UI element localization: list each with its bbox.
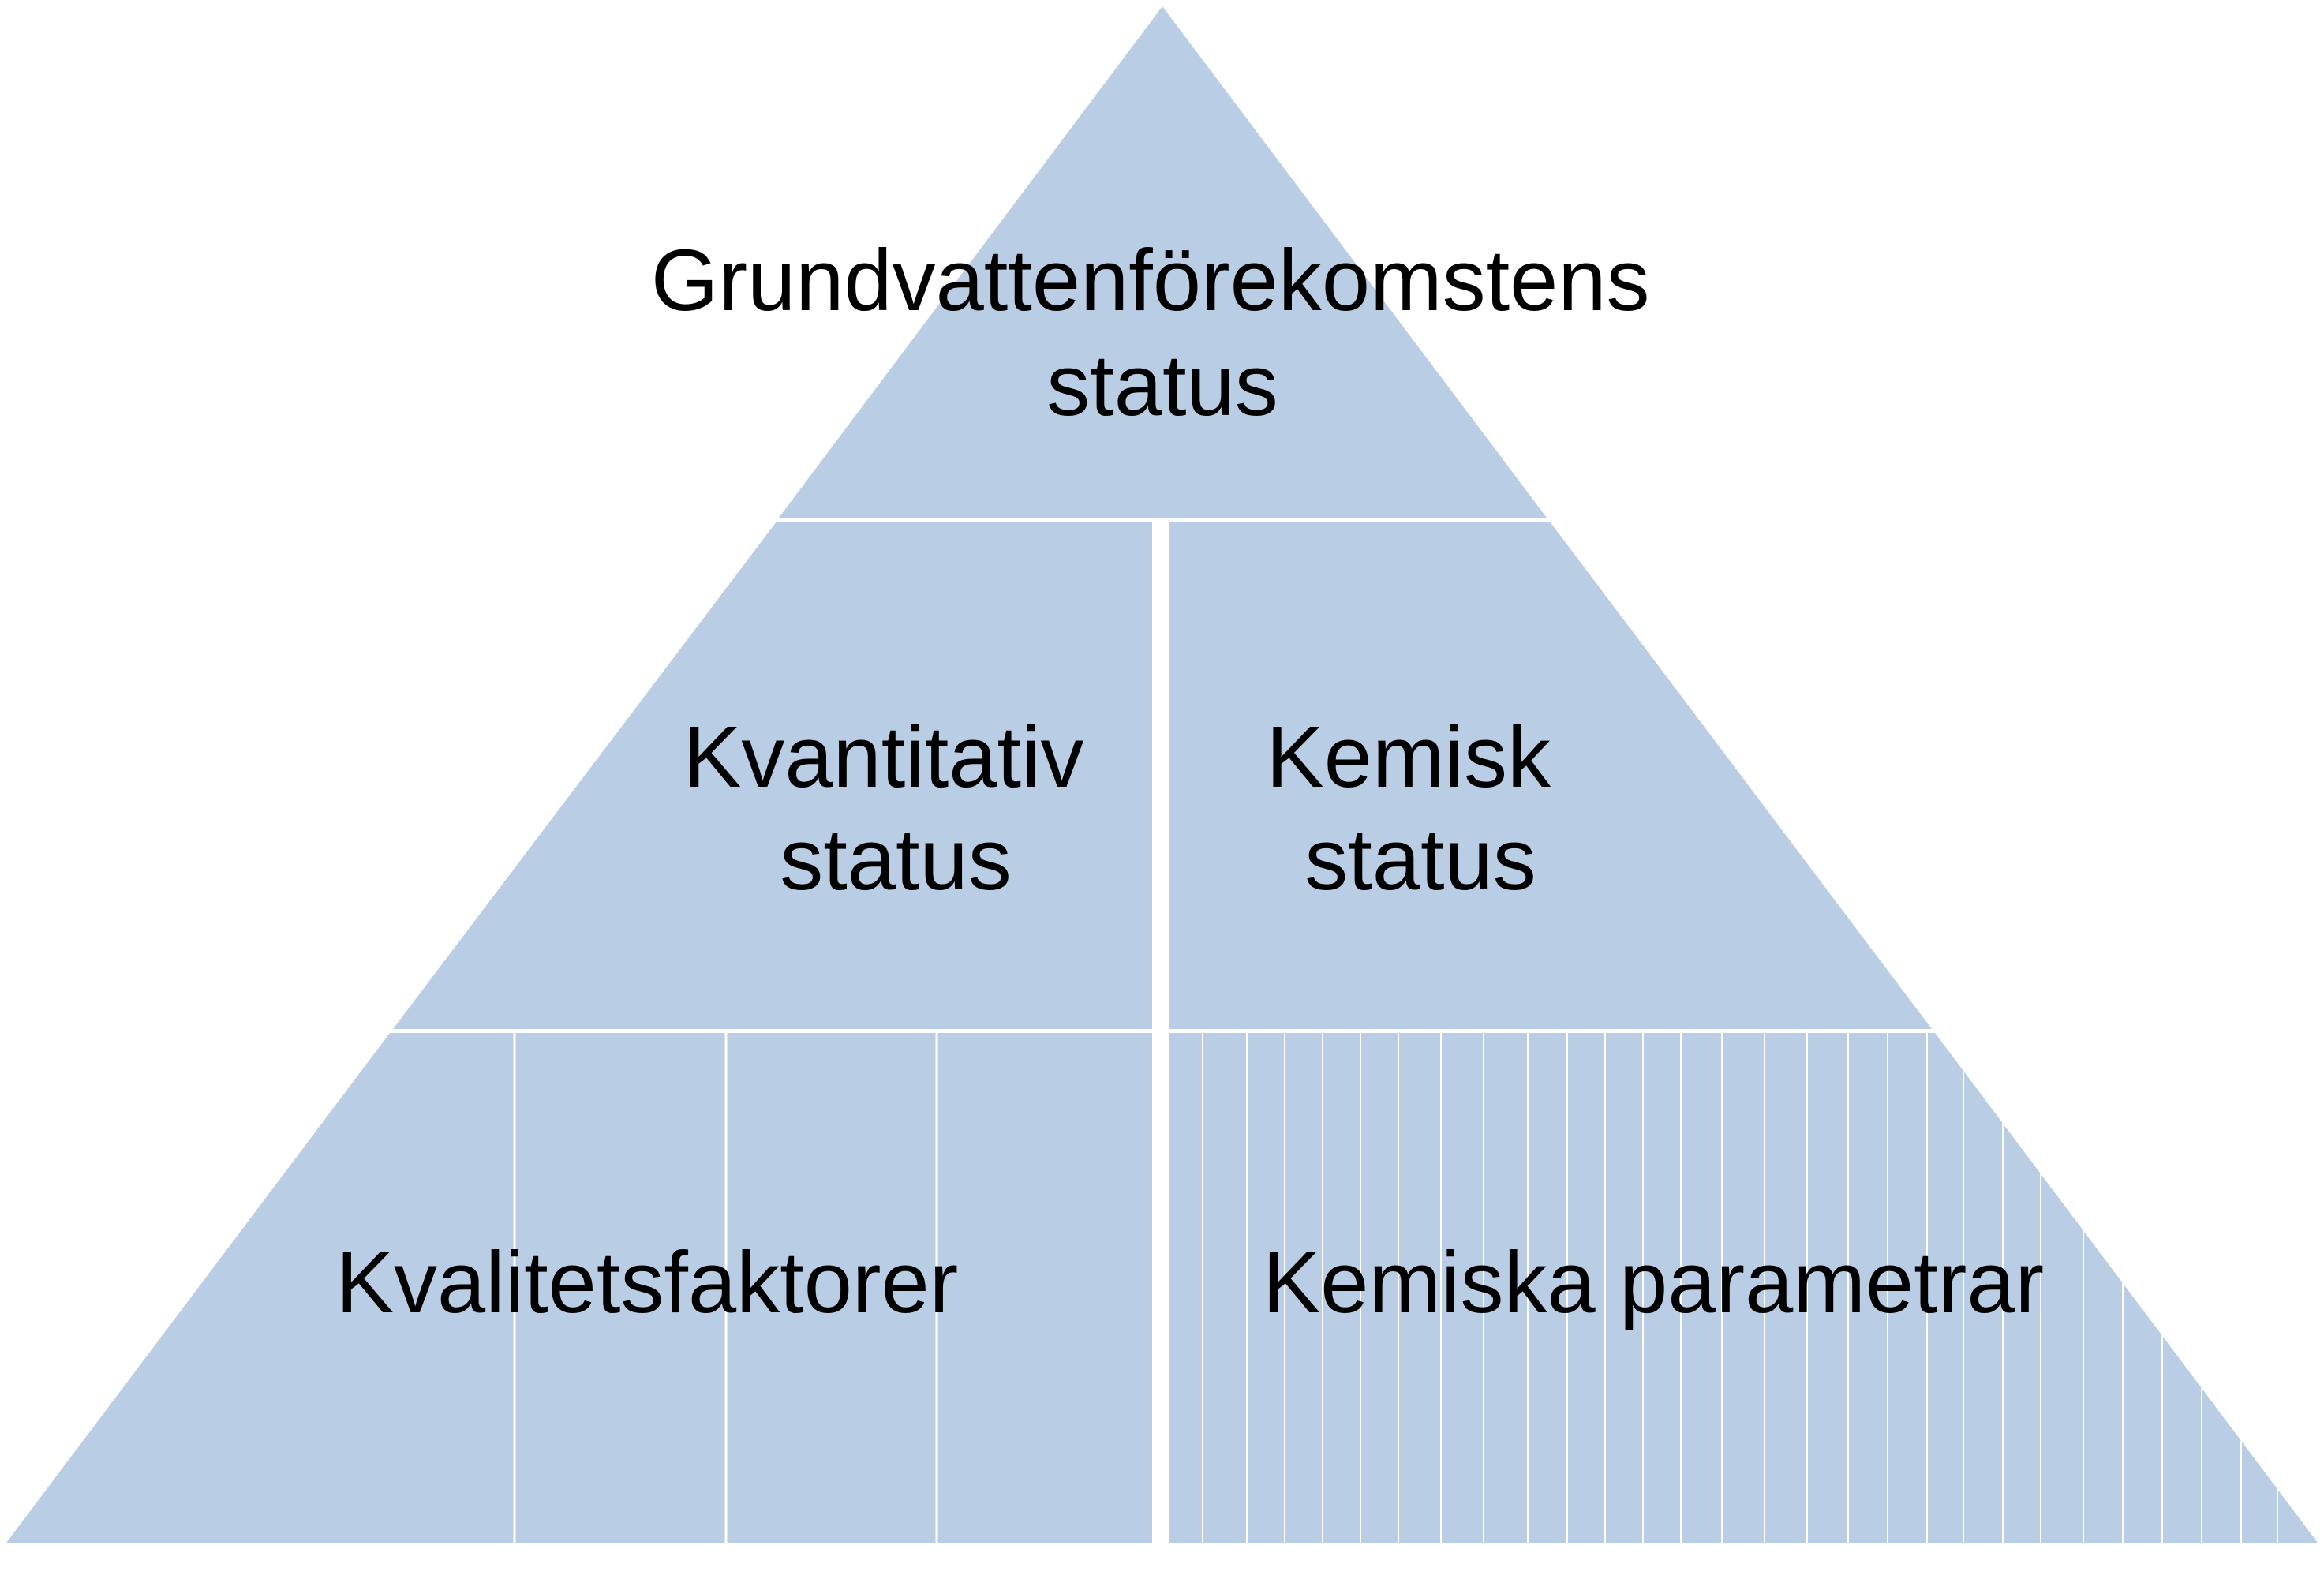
middle-left-label: Kvantitativ status bbox=[683, 709, 1108, 908]
base-tier-right bbox=[1169, 1033, 2318, 1543]
middle-left-label-line1: Kvantitativ bbox=[683, 709, 1083, 806]
base-left-cell-dividers bbox=[513, 1033, 938, 1543]
base-left-label: Kvalitetsfaktorer bbox=[336, 1234, 959, 1331]
base-right-cell-dividers bbox=[1202, 1033, 2278, 1543]
middle-tier-left bbox=[393, 522, 1152, 1029]
middle-tier-right bbox=[1169, 522, 1932, 1029]
middle-right-label: Kemisk status bbox=[1266, 709, 1574, 908]
apex-label-line2: status bbox=[1046, 337, 1278, 434]
base-right-label: Kemiska parametrar bbox=[1263, 1234, 2044, 1331]
base-tier-left bbox=[6, 1033, 1152, 1543]
middle-right-label-line2: status bbox=[1304, 811, 1536, 908]
apex-label: Grundvattenförekomstens status bbox=[651, 232, 1674, 434]
apex-label-line1: Grundvattenförekomstens bbox=[651, 232, 1650, 329]
middle-right-label-line1: Kemisk bbox=[1266, 709, 1551, 806]
middle-left-label-line2: status bbox=[780, 811, 1011, 908]
apex-tier bbox=[779, 6, 1547, 518]
